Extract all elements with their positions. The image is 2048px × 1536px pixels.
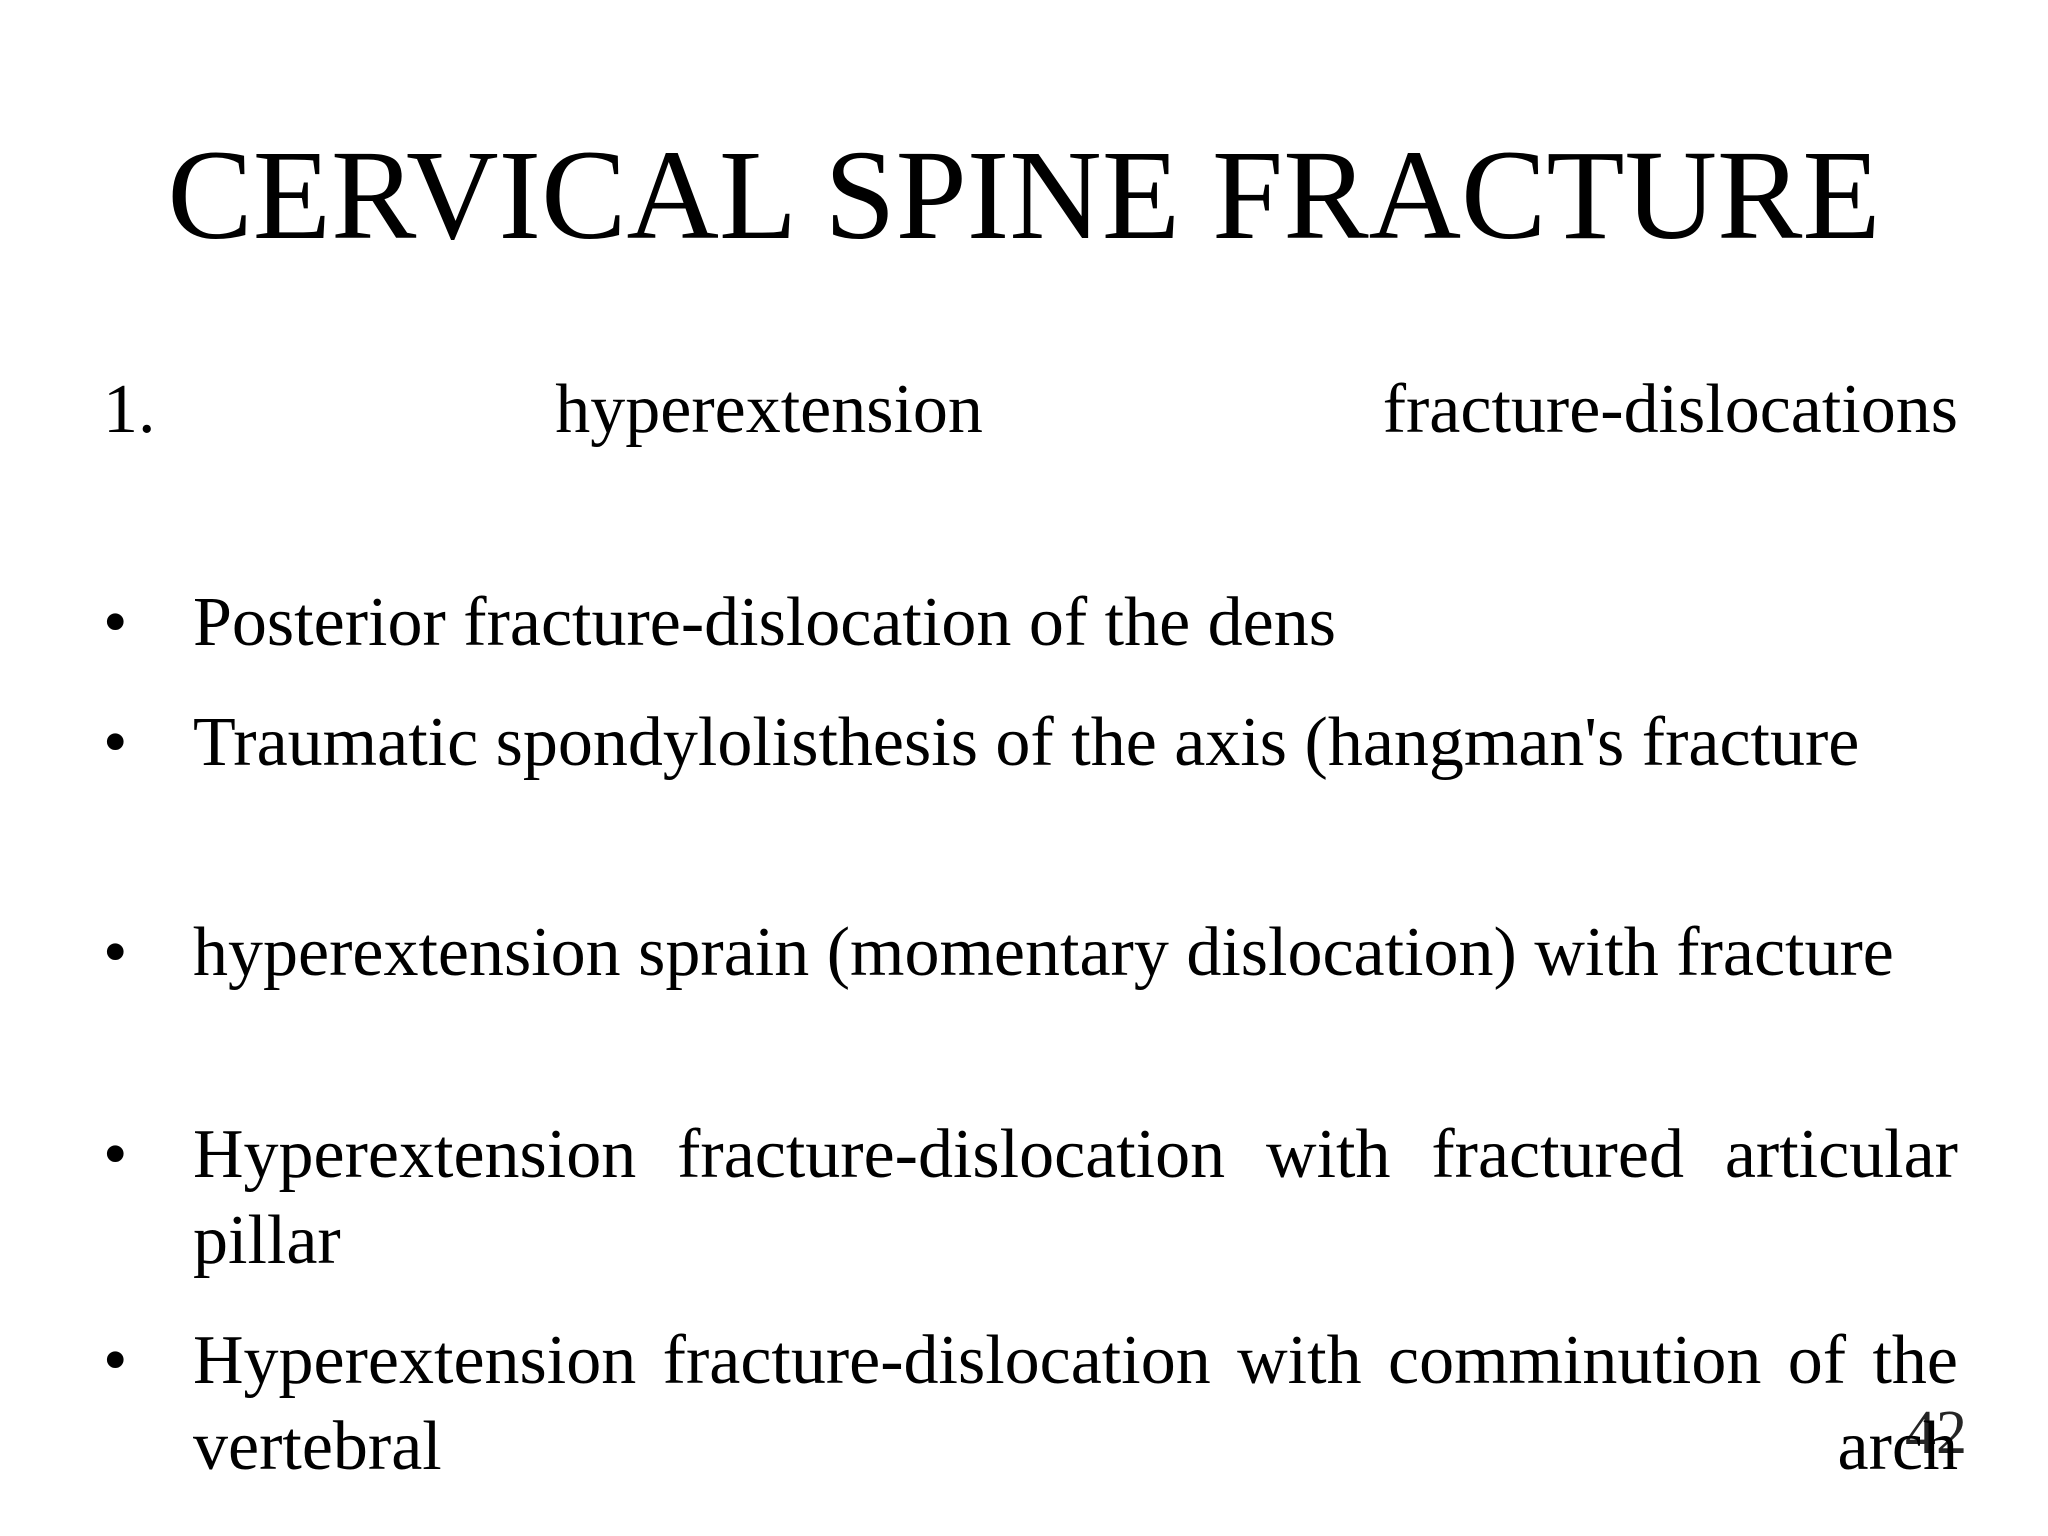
list-item-text: Posterior fracture-dislocation of the de… — [193, 584, 1336, 661]
list-item-text: Hyperextension fracture-dislocation with… — [193, 1116, 1958, 1279]
list-item-text: Hyperextension fracture-dislocation with… — [193, 1322, 1958, 1485]
bullet-icon: • — [103, 584, 128, 661]
bullet-icon: • — [103, 1116, 128, 1193]
bullet-icon: • — [103, 704, 128, 781]
bullet-icon: • — [103, 914, 128, 991]
section-word-hyperextension: hyperextension — [555, 371, 983, 448]
slide-page-number: 42 — [1905, 1399, 1967, 1467]
section-word-fracture-dislocations: fracture-dislocations — [1382, 371, 1958, 448]
bullet-icon: • — [103, 1322, 128, 1399]
list-item-text: hyperextension sprain (momentary disloca… — [193, 914, 1894, 991]
section-heading: 1. hyperextension fracture-dislocations — [103, 365, 1958, 455]
section-number: 1. — [103, 371, 156, 448]
list-item-text: Traumatic spondylolisthesis of the axis … — [193, 704, 1860, 781]
slide-title: CERVICAL SPINE FRACTURE — [167, 124, 1881, 266]
